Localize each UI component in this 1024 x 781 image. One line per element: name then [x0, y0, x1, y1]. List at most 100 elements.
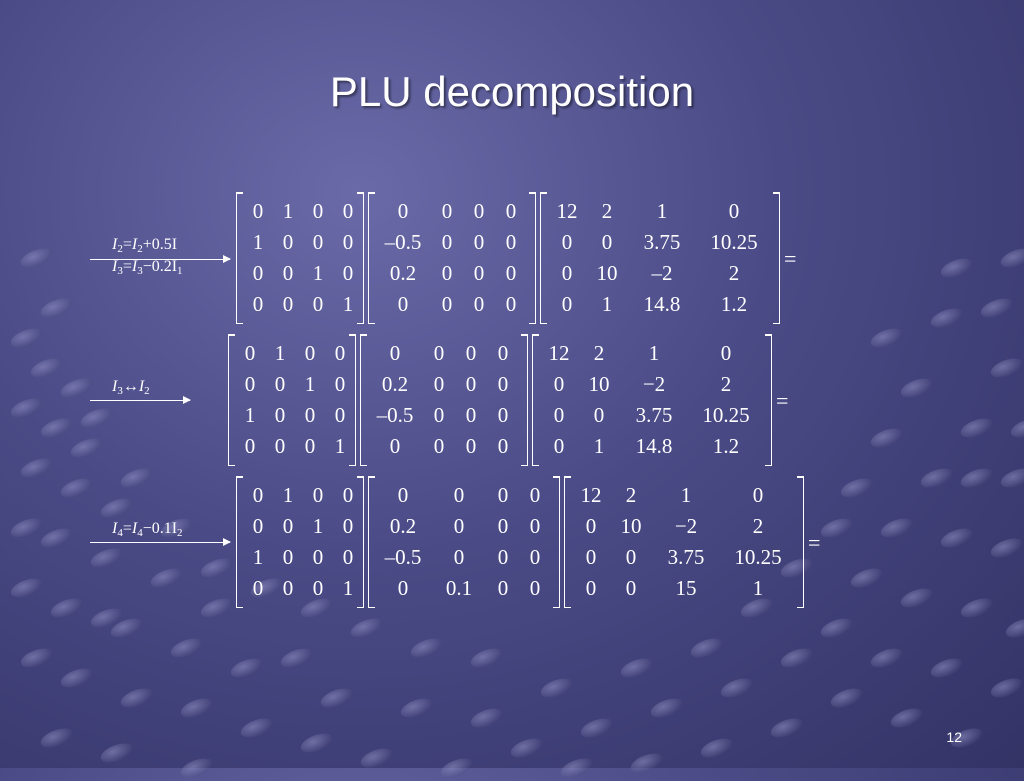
matrix-cell: 1: [282, 483, 294, 507]
background-dot: [868, 644, 906, 672]
bracket-serif: [521, 334, 527, 336]
matrix-cell: 1: [752, 576, 764, 600]
row-operation-part: I: [112, 520, 118, 537]
background-dot: [688, 634, 726, 662]
matrix-cell: 10: [620, 514, 642, 538]
matrix-cell: 1: [252, 545, 264, 569]
matrix-cell: 1: [334, 434, 346, 458]
background-dot: [198, 594, 236, 622]
background-dot: [28, 354, 66, 382]
background-dot: [18, 454, 56, 482]
row-operation-line1: I2=I2+0.5I: [112, 236, 183, 258]
matrix-cell: 0: [342, 545, 354, 569]
background-dot: [868, 324, 906, 352]
background-dot: [58, 474, 96, 502]
matrix-cell: 0: [497, 434, 509, 458]
bracket-serif: [357, 476, 363, 478]
matrix-cell: 0: [585, 576, 597, 600]
bracket-serif: [369, 322, 375, 324]
page-number: 12: [946, 729, 962, 745]
background-dot: [988, 674, 1024, 702]
bracket-serif: [773, 322, 779, 324]
background-dot: [108, 614, 146, 642]
matrix-cell: 0: [342, 230, 354, 254]
matrix-cell: 1: [274, 341, 286, 365]
bracket-serif: [533, 464, 539, 466]
matrix-cell: 0: [312, 230, 324, 254]
bracket-serif: [565, 606, 571, 608]
arrow-icon: [90, 396, 191, 404]
matrix-cell: 0: [473, 230, 485, 254]
matrix-cell: 0: [720, 341, 732, 365]
row-operation-label: I3↔I2: [112, 378, 150, 400]
bracket-serif: [765, 334, 771, 336]
matrix-cell: 10.25: [710, 230, 758, 254]
matrix-cell: 0: [397, 576, 409, 600]
matrix-cell: 0: [505, 261, 517, 285]
background-dot: [68, 434, 106, 462]
matrix-cell: 0: [585, 514, 597, 538]
matrix-cell: 0: [282, 230, 294, 254]
matrix-cell: 0: [304, 341, 316, 365]
matrix-cell: −2: [642, 372, 666, 396]
matrix-cell: 0: [441, 199, 453, 223]
matrix-cell: 0: [505, 199, 517, 223]
row-operation-part: I: [131, 520, 138, 537]
equals-sign: =: [808, 530, 821, 555]
background-dot: [298, 729, 336, 757]
matrix-cell: 1: [312, 514, 324, 538]
matrix-cell: 0: [244, 372, 256, 396]
background-dot: [818, 514, 856, 542]
bracket-serif: [237, 606, 243, 608]
matrix-cell: 0: [752, 483, 764, 507]
row-operation-part: I: [131, 236, 138, 253]
matrix-cell: 14.8: [643, 292, 681, 316]
matrix-cell: 0: [529, 576, 541, 600]
matrix-cell: 0: [505, 292, 517, 316]
background-dot: [348, 614, 386, 642]
bracket-serif: [797, 606, 803, 608]
background-dot: [18, 644, 56, 672]
bracket-serif: [361, 464, 367, 466]
matrix-cell: 0: [529, 514, 541, 538]
matrix-cell: 0: [312, 576, 324, 600]
matrix-cell: 0: [397, 199, 409, 223]
matrix-cell: 0: [334, 372, 346, 396]
background-dot: [58, 374, 96, 402]
matrix-cell: 1: [304, 372, 316, 396]
background-dot: [48, 594, 86, 622]
bracket-serif: [541, 192, 547, 194]
background-dot: [628, 749, 666, 777]
matrix-cell: 1: [593, 434, 605, 458]
matrix-cell: 0: [397, 483, 409, 507]
matrix-cell: 0.1: [445, 576, 473, 600]
background-dot: [828, 684, 866, 712]
background-dot: [848, 564, 886, 592]
matrix-cell: 0: [585, 545, 597, 569]
background-dot: [88, 544, 126, 572]
row-operation-part: I: [131, 258, 138, 275]
background-dot: [38, 414, 76, 442]
matrix-cell: 1: [282, 199, 294, 223]
background-dot: [978, 294, 1016, 322]
row-operation-part: 2: [144, 385, 150, 397]
matrix-cell: 0: [244, 434, 256, 458]
equals-sign: =: [784, 246, 797, 271]
background-dot: [118, 464, 156, 492]
matrix-cell: –0.5: [384, 230, 422, 254]
row-operation-part: 3: [137, 265, 143, 277]
matrix-cell: 0: [497, 372, 509, 396]
row-operation-part: 4: [137, 527, 143, 539]
matrix-cell: 0: [465, 372, 477, 396]
matrix-cell: 0: [389, 341, 401, 365]
matrix-cell: 0: [433, 403, 445, 427]
slide-title: PLU decomposition: [329, 68, 695, 115]
